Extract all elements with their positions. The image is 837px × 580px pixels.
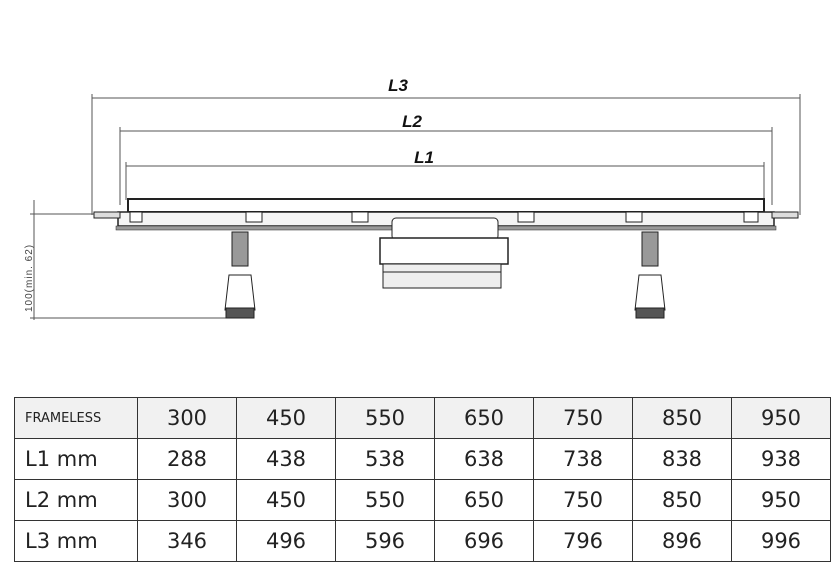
- table-cell: 896: [632, 520, 732, 562]
- row-label: L1 mm: [14, 438, 138, 480]
- table-cell: 950: [731, 479, 831, 521]
- dimensions-table: FRAMELESS 300 450 550 650 750 850 950 L1…: [14, 397, 831, 562]
- drain-channel: [93, 198, 799, 231]
- table-cell: 450: [236, 397, 336, 439]
- drain-technical-drawing: L3 L2 L1 100(min. 62): [24, 76, 801, 320]
- row-label: L3 mm: [14, 520, 138, 562]
- adjustable-foot-right: [634, 231, 666, 319]
- table-cell: 850: [632, 479, 732, 521]
- table-cell: 738: [533, 438, 633, 480]
- table-cell: 346: [137, 520, 237, 562]
- table-cell: 850: [632, 397, 732, 439]
- table-header-row: FRAMELESS 300 450 550 650 750 850 950: [14, 397, 831, 439]
- table-cell: 300: [137, 397, 237, 439]
- table-cell: 796: [533, 520, 633, 562]
- height-dimension-label: 100(min. 62): [24, 244, 35, 312]
- adjustable-foot-left: [224, 231, 256, 319]
- table-cell: 550: [335, 479, 435, 521]
- table-cell: 596: [335, 520, 435, 562]
- table-cell: 538: [335, 438, 435, 480]
- table-cell: 696: [434, 520, 534, 562]
- row-label: L2 mm: [14, 479, 138, 521]
- dimension-lines: [30, 94, 801, 320]
- dimension-l1-label: L1: [414, 148, 434, 167]
- table-row: L1 mm 288 438 538 638 738 838 938: [14, 438, 831, 480]
- table-cell: 496: [236, 520, 336, 562]
- table-cell: 950: [731, 397, 831, 439]
- table-cell: 288: [137, 438, 237, 480]
- table-cell: 550: [335, 397, 435, 439]
- dimension-l3-label: L3: [388, 76, 408, 95]
- table-cell: 938: [731, 438, 831, 480]
- dimension-l2-label: L2: [402, 112, 422, 131]
- table-cell: 438: [236, 438, 336, 480]
- table-cell: 650: [434, 479, 534, 521]
- table-cell: 750: [533, 479, 633, 521]
- table-cell: 638: [434, 438, 534, 480]
- table-cell: 750: [533, 397, 633, 439]
- table-cell: 996: [731, 520, 831, 562]
- drain-outlet-trap: [379, 217, 509, 289]
- table-cell: 300: [137, 479, 237, 521]
- table-cell: 650: [434, 397, 534, 439]
- table-cell: 450: [236, 479, 336, 521]
- table-cell: 838: [632, 438, 732, 480]
- table-row: L3 mm 346 496 596 696 796 896 996: [14, 520, 831, 562]
- table-row: L2 mm 300 450 550 650 750 850 950: [14, 479, 831, 521]
- row-label: FRAMELESS: [14, 397, 138, 439]
